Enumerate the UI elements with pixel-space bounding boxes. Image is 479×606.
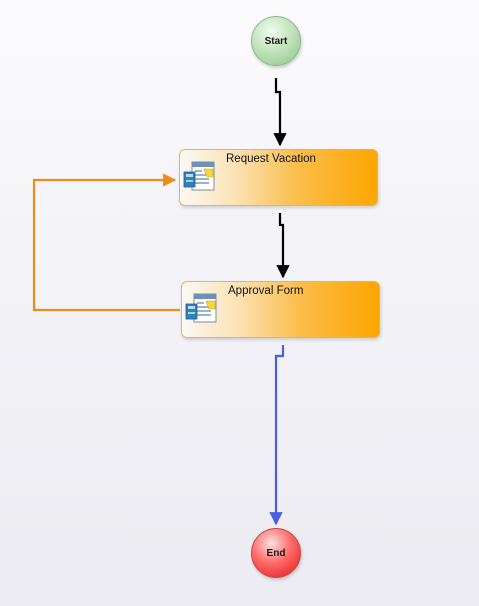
connector-start-to-request-vacation[interactable] [273, 78, 287, 147]
end-node-label: End [266, 547, 286, 559]
end-node[interactable]: End [251, 528, 301, 578]
activity-request-vacation[interactable]: Request Vacation [179, 149, 378, 206]
activity-label: Approval Form [228, 285, 304, 297]
activity-label: Request Vacation [226, 153, 316, 165]
connector-request-vacation-to-approval-form[interactable] [276, 213, 290, 279]
activity-approval-form[interactable]: Approval Form [181, 281, 380, 338]
form-document-icon [183, 161, 215, 191]
start-node[interactable]: Start [251, 16, 301, 66]
form-document-icon [185, 293, 217, 323]
start-node-label: Start [264, 35, 288, 47]
connector-approval-form-to-request-vacation[interactable] [32, 173, 180, 312]
connector-approval-form-to-end[interactable] [269, 345, 285, 526]
